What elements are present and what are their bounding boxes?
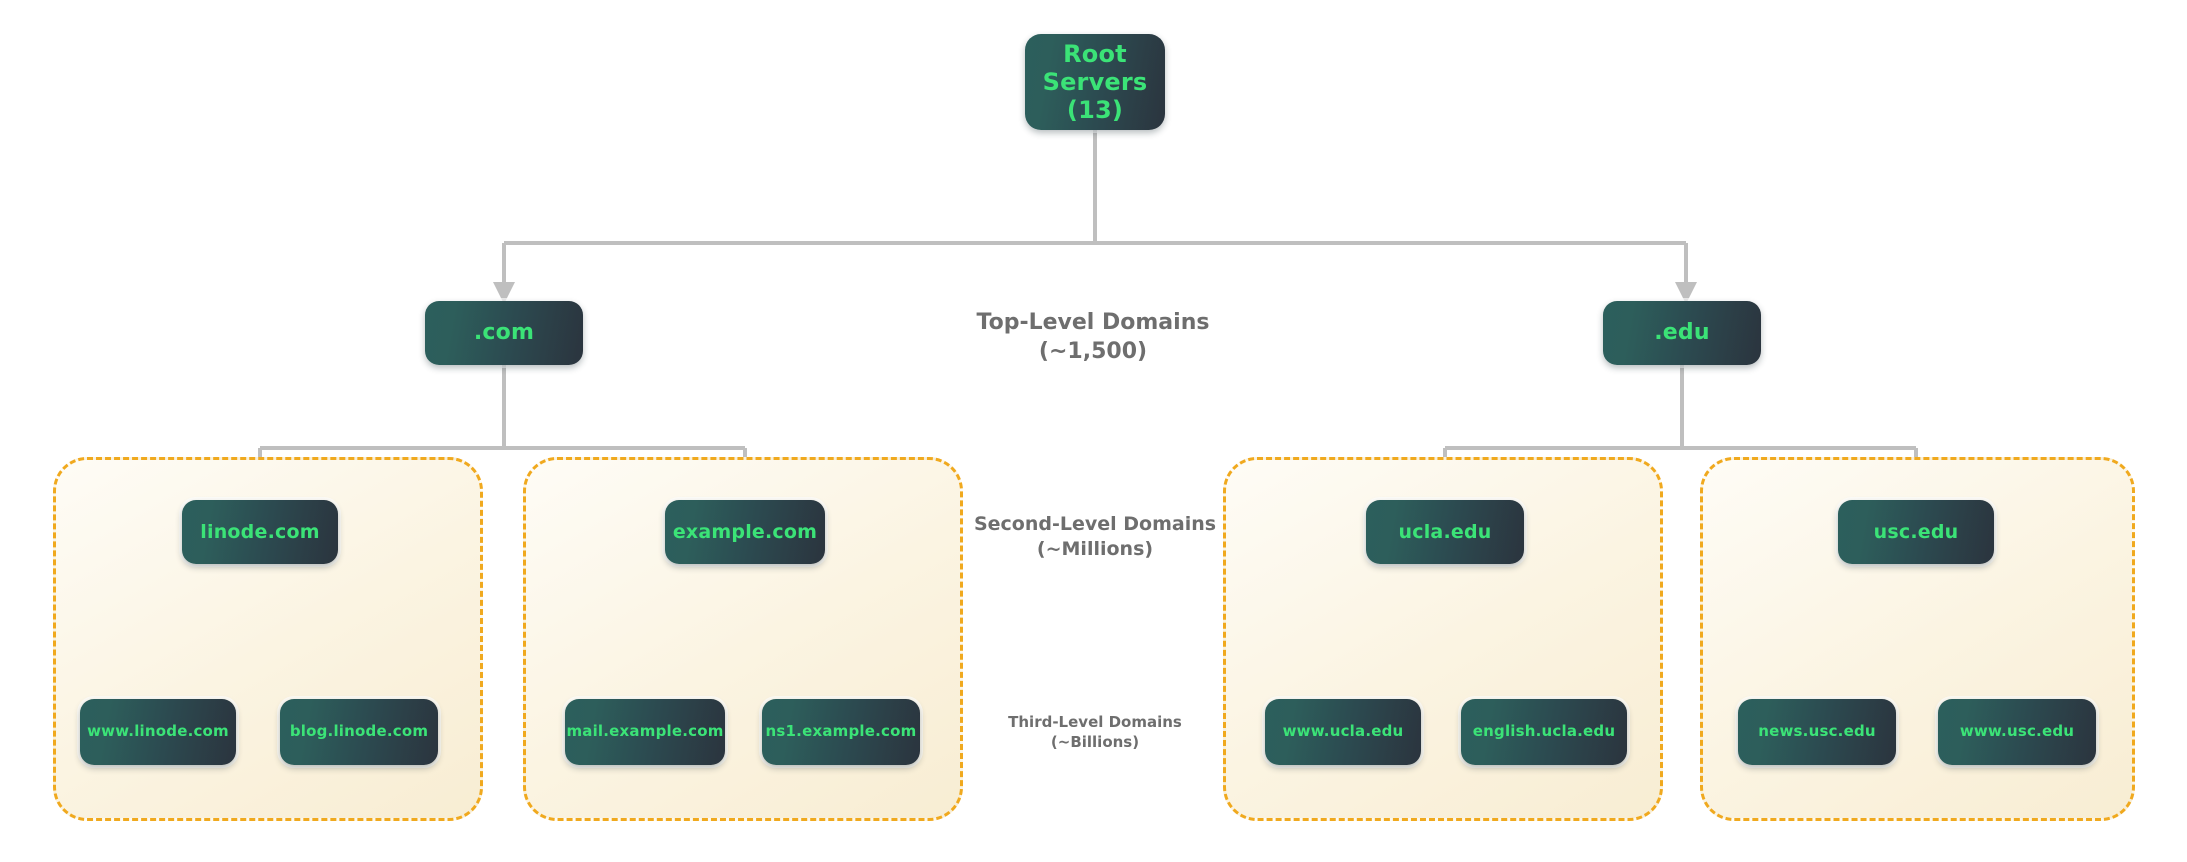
node-tld-edu[interactable]: .edu	[1603, 301, 1761, 365]
node-sld-linode-com[interactable]: linode.com	[182, 500, 338, 564]
node-tld-com[interactable]: .com	[425, 301, 583, 365]
node-third-blog-linode-com[interactable]: blog.linode.com	[280, 699, 438, 765]
node-third-english-ucla-edu[interactable]: english.ucla.edu	[1461, 699, 1627, 765]
tier-caption-third-level: Third-Level Domains (~Billions)	[1008, 713, 1182, 751]
node-third-mail-example-com[interactable]: mail.example.com	[565, 699, 725, 765]
node-root-servers[interactable]: Root Servers (13)	[1025, 34, 1165, 130]
tier-caption-second-level: Second-Level Domains (~Millions)	[973, 513, 1217, 560]
tier-caption-top-level: Top-Level Domains (~1,500)	[976, 310, 1210, 364]
node-sld-example-com[interactable]: example.com	[665, 500, 825, 564]
node-third-news-usc-edu[interactable]: news.usc.edu	[1738, 699, 1896, 765]
node-third-www-ucla-edu[interactable]: www.ucla.edu	[1265, 699, 1421, 765]
node-third-www-usc-edu[interactable]: www.usc.edu	[1938, 699, 2096, 765]
node-sld-usc-edu[interactable]: usc.edu	[1838, 500, 1994, 564]
node-third-ns1-example-com[interactable]: ns1.example.com	[762, 699, 920, 765]
node-sld-ucla-edu[interactable]: ucla.edu	[1366, 500, 1524, 564]
node-third-www-linode-com[interactable]: www.linode.com	[80, 699, 236, 765]
